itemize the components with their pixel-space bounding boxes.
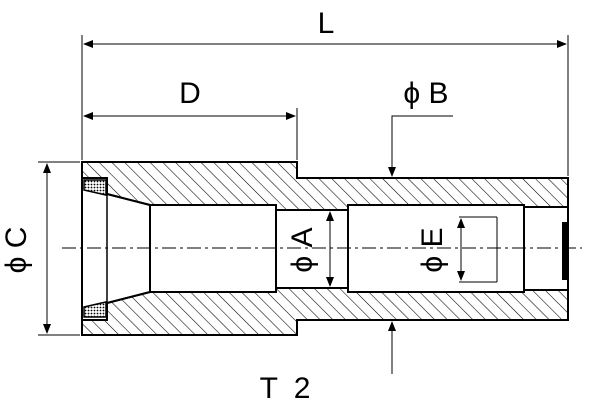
dimension-A-label: ϕ A (286, 227, 319, 272)
model-label: T 2 (260, 372, 315, 405)
dimension-C-label: ϕ C (0, 227, 33, 274)
dimension-L-label: L (318, 7, 335, 40)
dimension-B-label: ϕ B (403, 77, 448, 110)
dimension-E-label: ϕ E (416, 227, 449, 272)
dimension-D-label: D (179, 77, 201, 110)
upper-wall-section (81, 161, 569, 211)
lower-wall-section (81, 287, 569, 336)
end-plug (562, 222, 567, 280)
outer-outline (81, 161, 569, 336)
seal-ring-bottom (83, 301, 107, 318)
dimension-B-leader (388, 115, 453, 177)
seal-ring-top (83, 179, 107, 196)
